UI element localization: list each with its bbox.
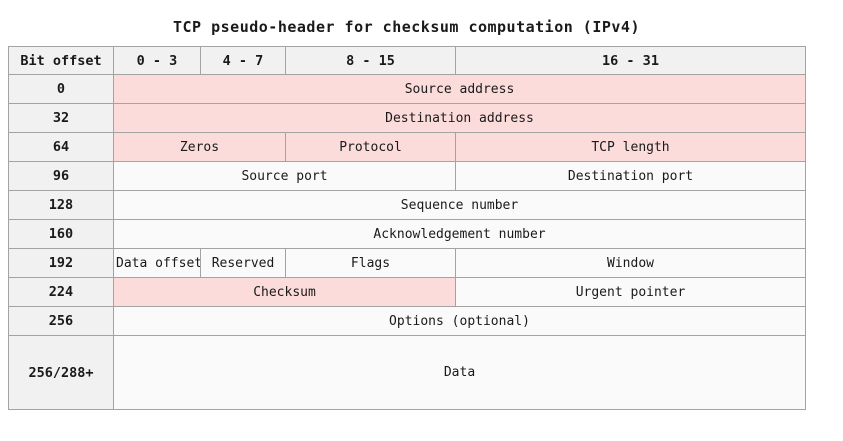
- bit-offset-cell: 96: [8, 161, 114, 191]
- bit-offset-cell: 128: [8, 190, 114, 220]
- bit-offset-cell: 0: [8, 74, 114, 104]
- field-cell: Destination port: [455, 161, 806, 191]
- bit-offset-cell: 256: [8, 306, 114, 336]
- header-row: Bit offset 0 - 3 4 - 7 8 - 15 16 - 31: [8, 46, 806, 75]
- table-row: 256/288+Data: [8, 335, 806, 410]
- field-cell: Flags: [285, 248, 456, 278]
- bit-offset-cell: 32: [8, 103, 114, 133]
- header-bit-offset: Bit offset: [8, 46, 114, 75]
- field-cell: Options (optional): [113, 306, 806, 336]
- field-cell: Window: [455, 248, 806, 278]
- field-cell: Source port: [113, 161, 456, 191]
- field-cell: Destination address: [113, 103, 806, 133]
- field-cell: Data offset: [113, 248, 201, 278]
- bit-offset-cell: 192: [8, 248, 114, 278]
- field-cell: Source address: [113, 74, 806, 104]
- bit-offset-cell: 256/288+: [8, 335, 114, 410]
- bit-offset-cell: 160: [8, 219, 114, 249]
- field-cell: Sequence number: [113, 190, 806, 220]
- field-cell: Zeros: [113, 132, 286, 162]
- field-cell: Checksum: [113, 277, 456, 307]
- field-cell: Acknowledgement number: [113, 219, 806, 249]
- field-cell: Data: [113, 335, 806, 410]
- header-bits-4-7: 4 - 7: [200, 46, 286, 75]
- field-cell: TCP length: [455, 132, 806, 162]
- field-cell: Reserved: [200, 248, 286, 278]
- bit-offset-cell: 64: [8, 132, 114, 162]
- header-bits-16-31: 16 - 31: [455, 46, 806, 75]
- header-bits-8-15: 8 - 15: [285, 46, 456, 75]
- header-bits-0-3: 0 - 3: [113, 46, 201, 75]
- field-cell: Protocol: [285, 132, 456, 162]
- bit-offset-cell: 224: [8, 277, 114, 307]
- field-cell: Urgent pointer: [455, 277, 806, 307]
- table-title: TCP pseudo-header for checksum computati…: [172, 18, 640, 36]
